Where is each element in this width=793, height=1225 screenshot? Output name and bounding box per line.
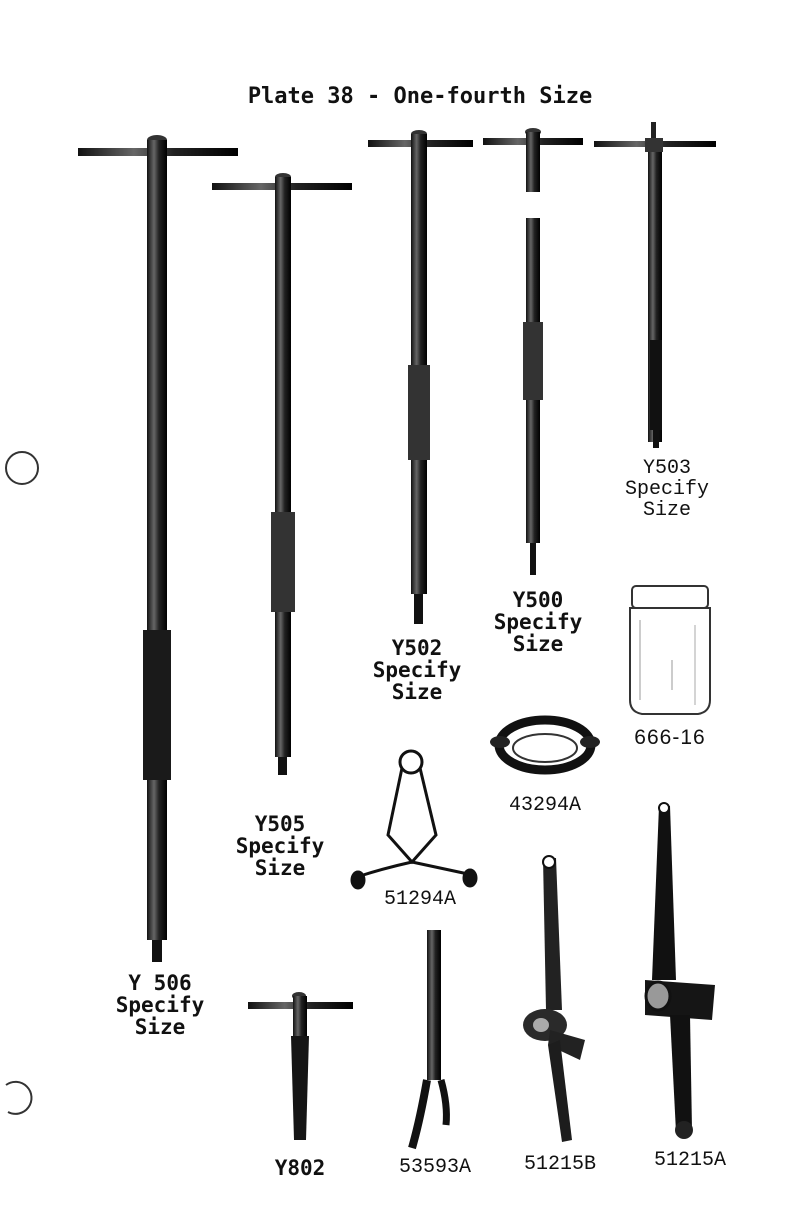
y500-tool xyxy=(483,128,583,575)
label-y500-line3: Size xyxy=(483,633,593,655)
y503-tool xyxy=(594,122,716,448)
label-y505: Y505 Specify Size xyxy=(225,813,335,879)
y505-tool xyxy=(212,173,352,775)
binder-hole-mark xyxy=(6,1082,32,1114)
label-lever-a: 51215A xyxy=(635,1150,745,1171)
label-y802: Y802 xyxy=(250,1157,350,1179)
label-y503-line2: Specify xyxy=(612,479,722,500)
y506-tool xyxy=(78,135,238,962)
label-y503-code: Y503 xyxy=(612,458,722,479)
y802-tool xyxy=(248,992,353,1140)
label-y506-code: Y 506 xyxy=(105,972,215,994)
spring-illustration xyxy=(352,751,476,888)
lever-a-illustration xyxy=(645,803,715,1139)
label-y502-line2: Specify xyxy=(362,659,472,681)
label-y500-line2: Specify xyxy=(483,611,593,633)
label-y505-line2: Specify xyxy=(225,835,335,857)
label-y506-line2: Specify xyxy=(105,994,215,1016)
label-spring: 51294A xyxy=(365,889,475,910)
label-y502-line3: Size xyxy=(362,681,472,703)
lever-b-illustration xyxy=(523,856,585,1142)
label-y503: Y503 Specify Size xyxy=(612,458,722,521)
label-y500: Y500 Specify Size xyxy=(483,589,593,655)
label-y500-code: Y500 xyxy=(483,589,593,611)
forked-tool-illustration xyxy=(412,930,446,1148)
label-lever-b: 51215B xyxy=(505,1154,615,1175)
label-y506-line3: Size xyxy=(105,1016,215,1038)
binder-hole-mark xyxy=(6,452,38,484)
label-y502-code: Y502 xyxy=(362,637,472,659)
label-y505-code: Y505 xyxy=(225,813,335,835)
label-jar: 666-16 xyxy=(620,727,720,749)
label-clamp: 43294A xyxy=(490,795,600,816)
label-y503-line3: Size xyxy=(612,500,722,521)
label-forked: 53593A xyxy=(380,1157,490,1178)
clamp-illustration xyxy=(490,720,600,770)
jar-illustration xyxy=(630,586,710,714)
label-y505-line3: Size xyxy=(225,857,335,879)
y502-tool xyxy=(368,130,473,624)
label-y506: Y 506 Specify Size xyxy=(105,972,215,1038)
label-y502: Y502 Specify Size xyxy=(362,637,472,703)
